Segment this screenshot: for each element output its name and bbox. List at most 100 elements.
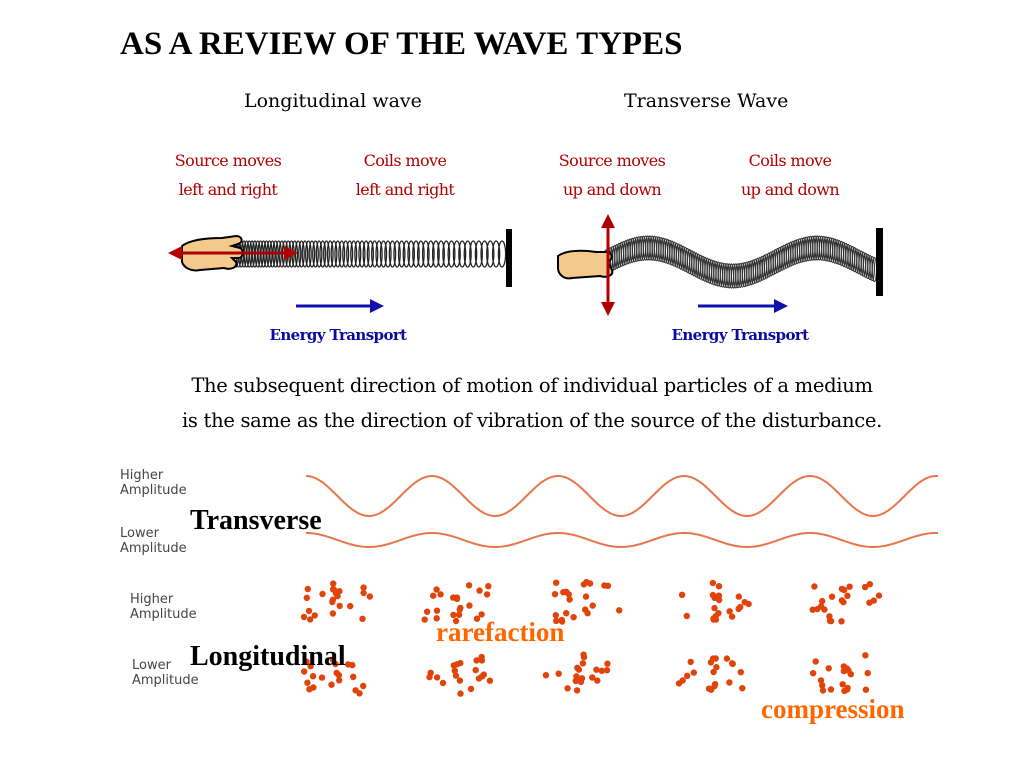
spring-coil [338, 240, 346, 268]
particle-dot [452, 617, 460, 625]
particle-dot [360, 584, 367, 591]
particle-dot [710, 668, 717, 676]
spring-coil [497, 240, 507, 268]
caption-line: Source moves [558, 151, 666, 170]
spring-coil [312, 240, 319, 268]
particle-dot [575, 666, 583, 673]
particle-dot [729, 660, 736, 668]
particle-dot [336, 677, 343, 684]
particle-dot [450, 611, 457, 619]
particle-dot [433, 674, 441, 681]
higher-amplitude-label: Higher Amplitude [120, 468, 187, 498]
transverse-label: Transverse [190, 505, 322, 536]
particle-dot [838, 585, 846, 593]
particle-dot [565, 591, 572, 598]
particle-dot [455, 611, 463, 618]
spring-coil [379, 240, 388, 268]
spring-coil [458, 240, 467, 268]
caption-line: Source moves [174, 151, 282, 170]
particle-dot [715, 583, 723, 590]
amplitude-line: Higher [130, 592, 174, 607]
particle-dot [861, 583, 869, 591]
particle-dot [360, 682, 367, 690]
transverse-source-caption: Source moves up and down [542, 146, 682, 204]
spring-coil [416, 240, 425, 268]
particle-dot [707, 659, 715, 666]
particle-dot [300, 613, 308, 621]
description: The subsequent direction of motion of in… [60, 368, 1004, 438]
particle-dot [347, 602, 354, 610]
spring-coil [452, 240, 461, 268]
particle-dot [421, 616, 428, 623]
particle-dot [309, 673, 317, 680]
particle-dot [604, 660, 611, 667]
particle-dot [426, 673, 433, 681]
amplitude-line: Amplitude [120, 483, 187, 498]
wall-bar [506, 229, 512, 287]
particle-dot [582, 593, 590, 600]
particle-dot [328, 681, 335, 688]
amplitude-line: Amplitude [120, 541, 187, 556]
lower-amplitude-wave [306, 532, 938, 548]
spring-coil [346, 240, 354, 268]
spring-coil [319, 240, 327, 268]
particle-dot [875, 592, 883, 599]
particle-dot [580, 581, 588, 588]
spring-coil [323, 240, 330, 268]
particle-dot [478, 611, 485, 618]
caption-line: Coils move [363, 151, 447, 170]
spring-coils [603, 235, 878, 289]
longitudinal-spring [232, 229, 512, 287]
caption-line: Coils move [748, 151, 832, 170]
spring-coil [463, 240, 472, 268]
particle-dot [712, 655, 719, 662]
spring-coil [354, 240, 362, 268]
particle-dot [711, 594, 718, 601]
particle-dot [476, 587, 483, 594]
particle-dot [687, 658, 694, 666]
particle-dot [573, 687, 581, 694]
caption-line: left and right [178, 180, 278, 199]
particle-dot [466, 602, 473, 609]
particle-dot [303, 594, 310, 601]
spring-coil [298, 240, 305, 268]
spring-coil [358, 240, 366, 268]
lower-amplitude-label: Lower Amplitude [120, 526, 187, 556]
particle-dot [593, 666, 600, 673]
particle-dot [601, 582, 608, 589]
particle-dot [479, 673, 486, 680]
particle-dot [457, 659, 464, 667]
particle-dot [336, 602, 343, 610]
particle-dot [711, 681, 719, 688]
particle-dot [304, 679, 311, 686]
wall-bar [876, 228, 883, 296]
particle-dot [555, 670, 562, 677]
particle-dot [306, 686, 313, 693]
spring-coil [308, 240, 316, 268]
particle-dot [318, 674, 326, 681]
amplitude-line: Amplitude [132, 673, 199, 688]
spring-coil [371, 240, 379, 268]
spring-coil [342, 240, 350, 268]
rarefaction-label: rarefaction [436, 617, 565, 647]
particle-dot [456, 677, 464, 684]
particle-dot [690, 669, 697, 676]
particle-dot [552, 612, 559, 619]
particle-dot [723, 655, 731, 662]
particle-dot [726, 679, 733, 686]
spring-coil [491, 240, 501, 268]
particle-dot [827, 686, 835, 693]
particle-dot [739, 685, 746, 692]
particle-dot [864, 669, 871, 677]
particle-dot [439, 679, 447, 687]
particle-dot [821, 606, 828, 613]
particle-dot [333, 669, 340, 677]
particle-dot [304, 585, 311, 593]
spring-coil [480, 240, 489, 268]
particle-dot [580, 653, 588, 661]
longitudinal-source-caption: Source moves left and right [158, 146, 298, 204]
particle-dot [713, 664, 720, 671]
caption-line: left and right [355, 180, 455, 199]
particle-dot [433, 607, 441, 614]
